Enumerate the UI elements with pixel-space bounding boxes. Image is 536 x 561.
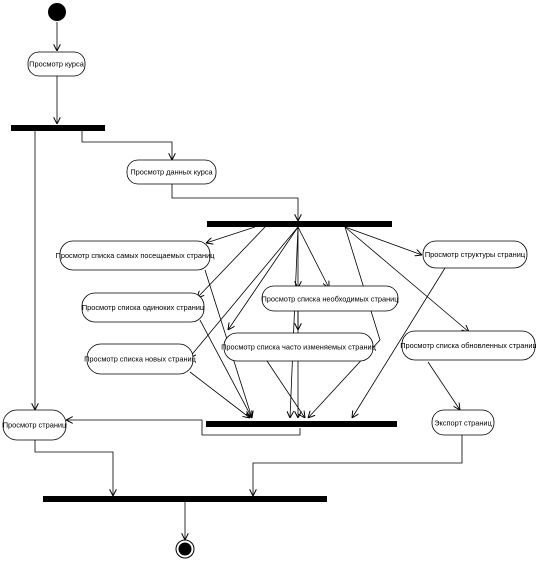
activity-label: Просмотр данных курса <box>130 168 213 177</box>
edge-fork2-to-new <box>189 226 299 358</box>
activity-view-course: Просмотр курса <box>27 51 86 77</box>
activity-view-required: Просмотр списка необходимых страниц <box>261 285 399 312</box>
edge-updated-to-export <box>427 361 460 410</box>
edge-fork2-to-lonely <box>197 226 266 298</box>
edge-fork2-to-updated <box>344 226 469 332</box>
fork-bar-1 <box>11 125 105 131</box>
edge-join-to-view-pages <box>66 420 301 436</box>
edge-fork2-direct-to-join <box>290 226 299 418</box>
edge-fork1-to-view-course-data <box>81 131 172 160</box>
activity-label: Просмотр структуры страниц <box>425 250 526 259</box>
activity-label: Просмотр списка необходимых страниц <box>261 295 399 304</box>
end-node <box>175 539 195 559</box>
edge-fork2-to-join-diag <box>308 226 381 418</box>
edge-structure-to-join <box>352 267 446 418</box>
activity-label: Просмотр курса <box>29 60 85 69</box>
edge-frequently-changed-to-join <box>264 357 305 418</box>
activity-label: Просмотр списка обновленных страниц <box>400 341 536 350</box>
edge-fork2-to-most-visited <box>206 226 256 243</box>
activity-view-frequently-changed: Просмотр списка часто изменяемых страниц <box>221 332 377 362</box>
activity-view-new: Просмотр списка новых страниц <box>84 343 197 375</box>
activity-label: Экспорт страниц <box>434 419 492 428</box>
fork-bar-2 <box>207 221 392 227</box>
edge-view-course-data-to-fork2 <box>171 184 298 221</box>
activity-export-pages: Экспорт страниц <box>431 409 495 436</box>
edge-view-pages-to-final-join <box>34 440 113 496</box>
flow-edges <box>35 22 469 540</box>
activity-label: Просмотр страниц <box>3 421 67 430</box>
activity-view-structure: Просмотр структуры страниц <box>422 240 528 269</box>
activity-view-pages: Просмотр страниц <box>2 409 67 441</box>
activity-view-course-data: Просмотр данных курса <box>126 159 217 185</box>
activity-view-most-visited: Просмотр списка самых посещаемых страниц <box>56 240 216 271</box>
start-node <box>48 3 66 21</box>
edge-fork2-to-structure <box>344 226 422 255</box>
join-bar <box>206 421 397 427</box>
edge-lonely-to-join <box>199 319 252 418</box>
activity-label: Просмотр списка часто изменяемых страниц <box>221 343 377 352</box>
activity-view-updated: Просмотр списка обновленных страниц <box>400 330 536 361</box>
final-join-bar <box>43 496 327 502</box>
edge-export-to-final-join <box>253 435 463 496</box>
edge-new-to-join <box>189 371 250 418</box>
activity-label: Просмотр списка самых посещаемых страниц <box>56 251 216 260</box>
edge-fork2-to-frequently-changed <box>228 226 299 330</box>
activity-label: Просмотр списка новых страниц <box>84 355 197 364</box>
edge-fork2-to-required-b <box>297 226 329 288</box>
activity-label: Просмотр списка одиноких страниц <box>82 303 205 312</box>
activity-view-lonely: Просмотр списка одиноких страниц <box>81 292 205 323</box>
